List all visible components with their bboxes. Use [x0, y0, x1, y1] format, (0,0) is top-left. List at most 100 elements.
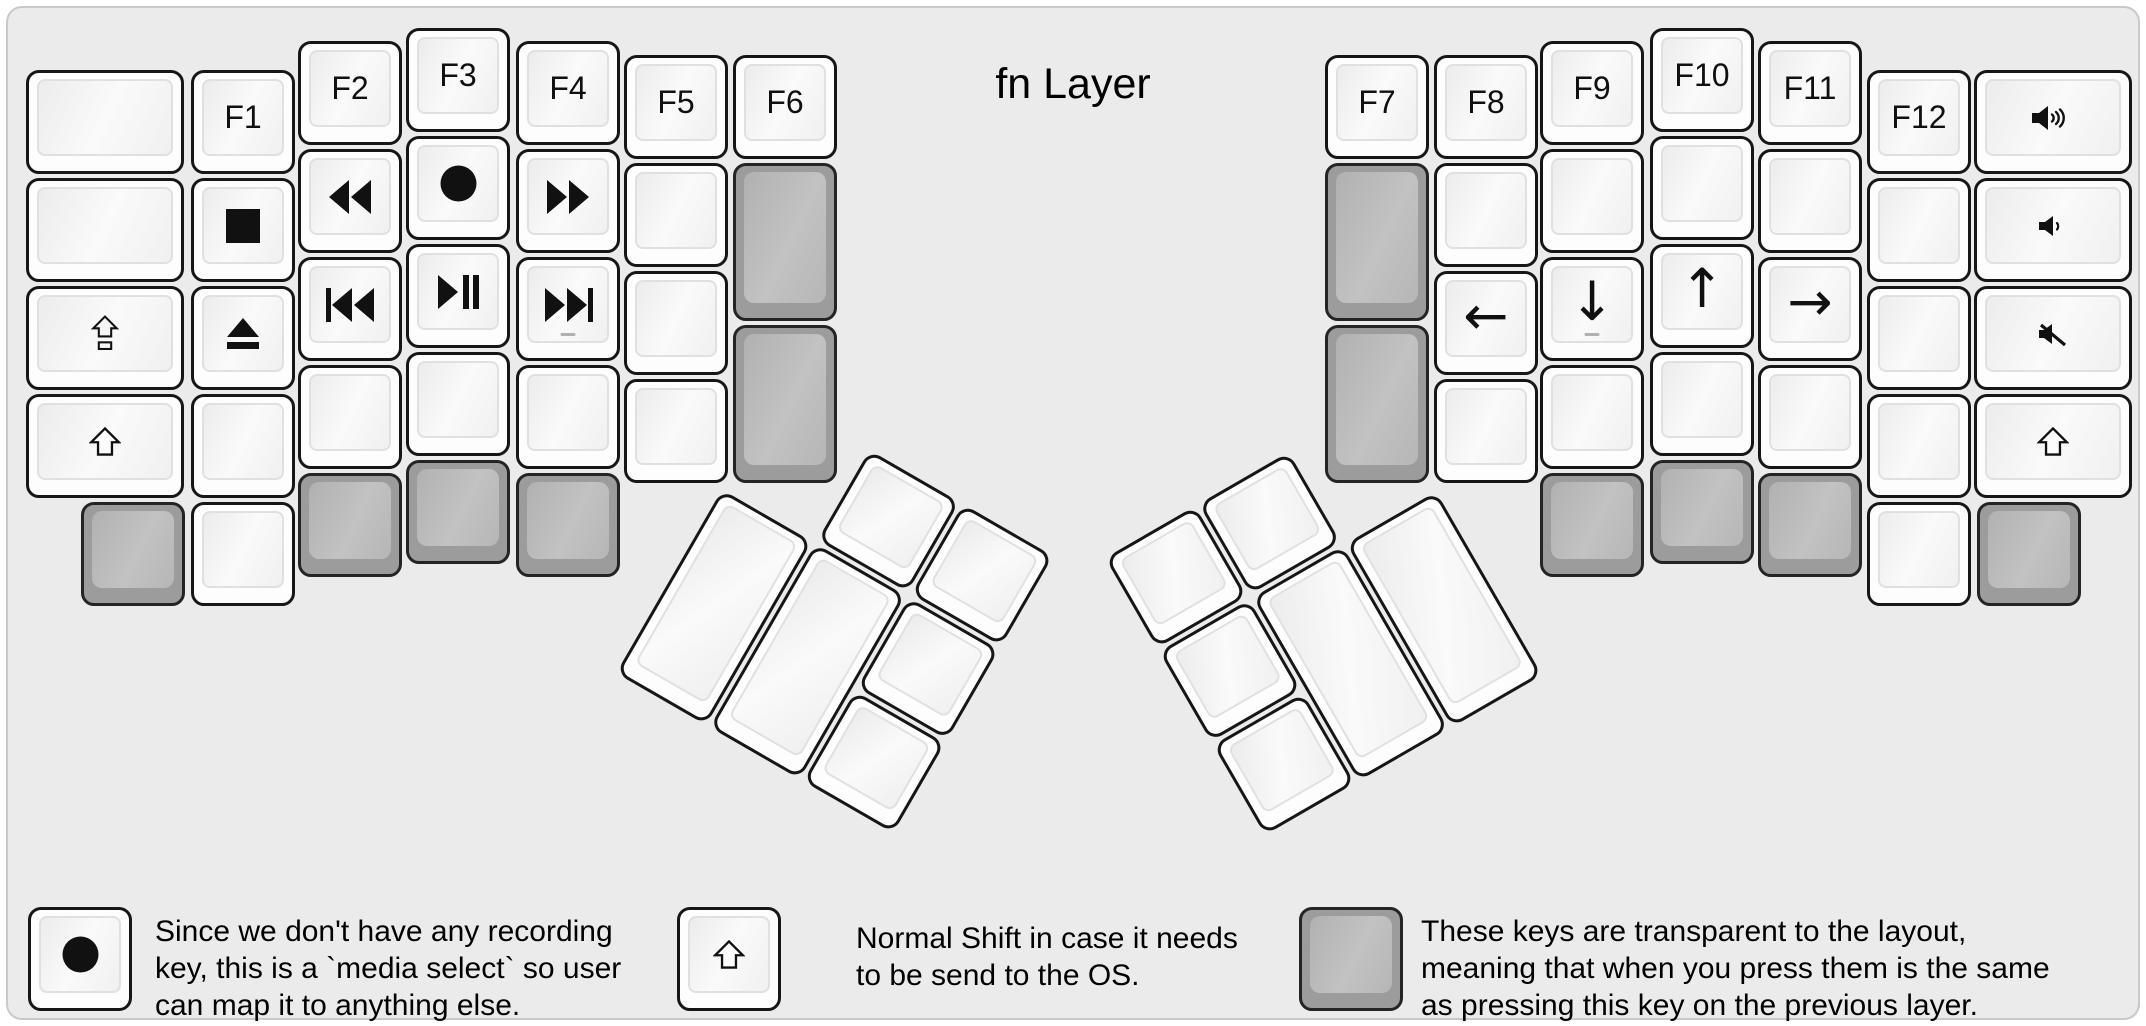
key-caps-lock: [26, 286, 184, 390]
key-f7: F7: [1325, 55, 1429, 159]
key-transparent: [1758, 473, 1862, 577]
keytop: [37, 79, 173, 156]
keytop: [1661, 361, 1743, 438]
caps-icon: [91, 315, 119, 352]
legend-shift-key: [677, 907, 781, 1011]
keytop: [309, 482, 391, 559]
legend-line: These keys are transparent to the layout…: [1421, 915, 1967, 948]
key-transparent: [516, 473, 620, 577]
legend-line: as pressing this key on the previous lay…: [1421, 989, 1978, 1022]
voldown-icon: [2038, 214, 2068, 238]
key-blank: [1434, 379, 1538, 483]
key-f4: F4: [516, 41, 620, 145]
layer-title: fn Layer: [995, 60, 1151, 108]
key-f12: F12: [1867, 70, 1971, 174]
record-icon: [62, 936, 99, 973]
keytop: F10: [1661, 37, 1743, 114]
keytop: F7: [1336, 64, 1418, 141]
key-blank: [1867, 394, 1971, 498]
key-arrow-down: ↓: [1540, 257, 1644, 361]
arrow-up-icon: ↑: [1679, 256, 1725, 320]
key-blank: [1540, 365, 1644, 469]
key-f6: F6: [733, 55, 837, 159]
keytop: [744, 334, 826, 465]
keytop: F3: [417, 37, 499, 114]
keytop: [37, 403, 173, 480]
keytop: [1551, 374, 1633, 451]
key-stop: [191, 178, 295, 282]
keytop: ↑: [1661, 253, 1743, 330]
keytop: [1212, 465, 1323, 573]
keytop: F2: [309, 50, 391, 127]
keytop: [1445, 388, 1527, 465]
keytop: [527, 266, 609, 343]
key-f5: F5: [624, 55, 728, 159]
keytop: F11: [1769, 50, 1851, 127]
keytop: [929, 517, 1040, 625]
keytop: [744, 172, 826, 303]
keyboard-diagram: fn Layer Since we don't have any recordi…: [6, 6, 2140, 1022]
legend-line: Since we don't have any recording: [155, 915, 613, 948]
key-blank: [191, 502, 295, 606]
keytop: [1445, 172, 1527, 249]
keytop: [1661, 469, 1743, 546]
keytop: [417, 145, 499, 222]
legend-line: meaning that when you press them is the …: [1421, 952, 2050, 985]
keytop: F9: [1551, 50, 1633, 127]
keytop: [309, 374, 391, 451]
key-label: F10: [1674, 57, 1730, 93]
keytop: F8: [1445, 64, 1527, 141]
key-shift-right: [1974, 394, 2132, 498]
keytop: [202, 295, 284, 372]
key-blank: [1650, 352, 1754, 456]
keytop: [527, 482, 609, 559]
rewind-icon: [328, 179, 372, 214]
key-blank: [26, 178, 184, 282]
keytop: [1878, 295, 1960, 372]
key-blank: [624, 379, 728, 483]
keytop: [417, 361, 499, 438]
arrow-right-icon: →: [1787, 269, 1833, 333]
key-f3: F3: [406, 28, 510, 132]
keytop: [202, 511, 284, 588]
key-f1: F1: [191, 70, 295, 174]
keytop: [1878, 403, 1960, 480]
keytop: [1119, 519, 1229, 627]
legend-text-transparent: These keys are transparent to the layout…: [1421, 913, 2050, 1024]
volup-icon: [2031, 104, 2075, 132]
record-icon: [440, 165, 477, 202]
keytop: [635, 172, 717, 249]
stop-icon: [226, 208, 260, 243]
key-blank: [1540, 149, 1644, 253]
key-arrow-up: ↑: [1650, 244, 1754, 348]
keytop: [1985, 295, 2121, 372]
key-label: F11: [1783, 70, 1837, 106]
key-transparent: [81, 502, 185, 606]
key-blank: [406, 352, 510, 456]
key-label: F7: [1358, 84, 1396, 120]
key-blank: [1434, 163, 1538, 267]
key-eject: [191, 286, 295, 390]
shift-icon: [89, 427, 121, 456]
keytop: [1985, 403, 2121, 480]
key-label: F9: [1573, 70, 1611, 106]
key-blank: [624, 271, 728, 375]
keytop: [37, 295, 173, 372]
keytop: F12: [1878, 79, 1960, 156]
keytop: F1: [202, 79, 284, 156]
keytop: [1985, 187, 2121, 264]
key-prev-track: [298, 257, 402, 361]
key-transparent: [1325, 325, 1429, 483]
ffwd-icon: [546, 179, 590, 214]
homing-dash: [560, 333, 576, 336]
key-blank: [1867, 502, 1971, 606]
key-transparent: [298, 473, 402, 577]
key-play-pause: [406, 244, 510, 348]
key-blank: [191, 394, 295, 498]
keytop: [527, 374, 609, 451]
key-arrow-right: →: [1758, 257, 1862, 361]
key-rewind: [298, 149, 402, 253]
keytop: [836, 463, 946, 571]
legend-line: can map it to anything else.: [155, 989, 521, 1022]
keytop: [37, 187, 173, 264]
